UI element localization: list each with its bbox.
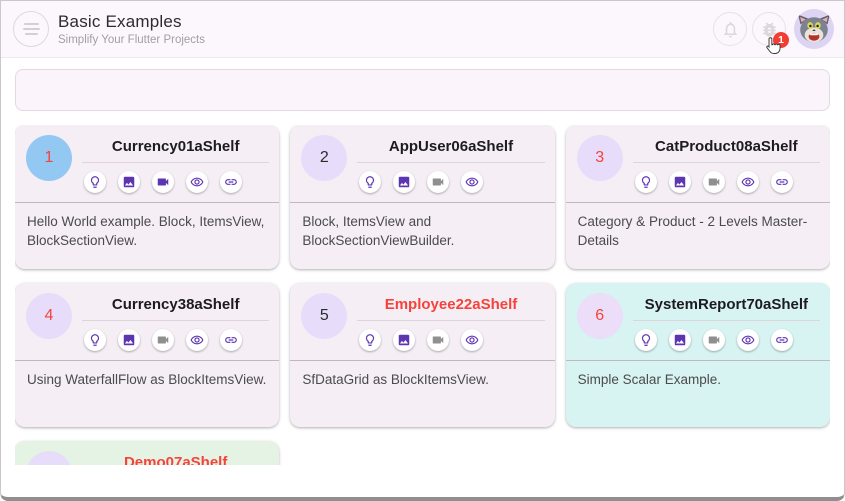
avatar[interactable] [794, 9, 834, 49]
cards-grid: 1 Currency01aShelf Hello World example. … [15, 125, 830, 465]
link-icon[interactable] [220, 171, 242, 193]
example-card[interactable]: 5 Employee22aShelf SfDataGrid as BlockIt… [290, 283, 555, 427]
video-icon[interactable] [427, 171, 450, 193]
eye-icon[interactable] [736, 171, 759, 193]
video-icon[interactable] [427, 329, 450, 351]
bell-icon [723, 21, 737, 37]
card-description: Block, ItemsView and BlockSectionViewBui… [302, 214, 455, 249]
card-number: 1 [44, 149, 54, 166]
card-number: 2 [319, 149, 329, 166]
card-number: 4 [44, 307, 54, 324]
card-number: 6 [595, 307, 605, 324]
page-subtitle: Simplify Your Flutter Projects [58, 34, 206, 46]
app-bar: Basic Examples Simplify Your Flutter Pro… [1, 1, 844, 58]
image-icon[interactable] [118, 171, 140, 193]
avatar-cat-image [798, 14, 830, 43]
lightbulb-icon[interactable] [84, 171, 106, 193]
card-title: Currency01aShelf [82, 133, 270, 163]
video-icon[interactable] [152, 329, 174, 351]
card-header: 5 Employee22aShelf [290, 283, 554, 360]
card-divider [290, 360, 555, 361]
card-icon-row [82, 321, 269, 360]
lightbulb-icon[interactable] [359, 329, 382, 351]
link-icon[interactable] [770, 329, 793, 351]
notification-badge: 1 [773, 32, 789, 48]
app-bar-actions: 1 [713, 9, 834, 54]
card-divider [565, 202, 830, 203]
card-number-avatar: 3 [576, 135, 623, 181]
card-icon-row [633, 321, 820, 360]
example-card[interactable]: 6 SystemReport70aShelf Simple Scalar Exa… [565, 283, 830, 427]
card-number: 5 [319, 307, 329, 324]
card-number-avatar: 5 [301, 293, 348, 339]
image-icon[interactable] [393, 329, 416, 351]
promo-banner [15, 69, 830, 111]
card-description: Hello World example. Block, ItemsView, B… [27, 214, 265, 249]
card-header: 3 CatProduct08aShelf [566, 125, 830, 202]
bug-icon [762, 21, 776, 37]
lightbulb-icon[interactable] [84, 329, 106, 351]
image-icon[interactable] [668, 329, 691, 351]
card-icon-row [357, 163, 544, 202]
card-description: Using WaterfallFlow as BlockItemsView. [27, 372, 267, 387]
notifications-button[interactable] [713, 12, 747, 46]
example-card[interactable]: 1 Currency01aShelf Hello World example. … [15, 125, 280, 269]
card-number-avatar [26, 451, 72, 465]
card-divider [290, 202, 555, 203]
example-card[interactable]: Demo07aShelf [15, 441, 280, 465]
card-header: Demo07aShelf [15, 441, 279, 465]
card-header: 2 AppUser06aShelf [290, 125, 554, 202]
eye-icon[interactable] [461, 329, 484, 351]
card-divider [565, 360, 830, 361]
card-number: 3 [595, 149, 605, 166]
card-icon-row [633, 163, 820, 202]
link-icon[interactable] [770, 171, 793, 193]
bug-report-wrap: 1 [752, 12, 789, 54]
card-description: Category & Product - 2 Levels Master-Det… [577, 214, 808, 249]
card-header: 1 Currency01aShelf [15, 125, 279, 202]
card-header: 4 Currency38aShelf [15, 283, 279, 360]
card-header: 6 SystemReport70aShelf [566, 283, 830, 360]
example-card[interactable]: 2 AppUser06aShelf Block, ItemsView and B… [290, 125, 555, 269]
image-icon[interactable] [118, 329, 140, 351]
card-description: SfDataGrid as BlockItemsView. [302, 372, 489, 387]
card-title: Demo07aShelf [82, 449, 269, 465]
cards-area: 1 Currency01aShelf Hello World example. … [15, 125, 830, 465]
card-divider [15, 360, 280, 361]
eye-icon[interactable] [461, 171, 484, 193]
card-icon-row [82, 163, 269, 202]
card-title: Currency38aShelf [82, 291, 270, 321]
video-icon[interactable] [152, 171, 174, 193]
example-card[interactable]: 4 Currency38aShelf Using WaterfallFlow a… [15, 283, 280, 427]
lightbulb-icon[interactable] [634, 329, 657, 351]
eye-icon[interactable] [186, 171, 208, 193]
video-icon[interactable] [702, 329, 725, 351]
lightbulb-icon[interactable] [359, 171, 382, 193]
example-card[interactable]: 3 CatProduct08aShelf Category & Product … [565, 125, 830, 269]
card-description: Simple Scalar Example. [577, 372, 721, 387]
eye-icon[interactable] [186, 329, 208, 351]
image-icon[interactable] [393, 171, 416, 193]
card-number-avatar: 2 [301, 135, 348, 181]
card-title: SystemReport70aShelf [632, 291, 820, 321]
page-title: Basic Examples [58, 12, 182, 31]
card-title: Employee22aShelf [357, 291, 545, 321]
link-icon[interactable] [220, 329, 242, 351]
card-number-avatar: 1 [26, 135, 72, 181]
menu-icon [23, 23, 39, 25]
menu-button[interactable] [13, 11, 49, 47]
card-number-avatar: 6 [576, 293, 623, 339]
image-icon[interactable] [668, 171, 691, 193]
video-icon[interactable] [702, 171, 725, 193]
app-titles: Basic Examples Simplify Your Flutter Pro… [58, 12, 205, 46]
eye-icon[interactable] [736, 329, 759, 351]
card-number-avatar: 4 [26, 293, 72, 339]
card-title: CatProduct08aShelf [632, 133, 820, 163]
lightbulb-icon[interactable] [634, 171, 657, 193]
card-title: AppUser06aShelf [357, 133, 545, 163]
card-divider [15, 202, 280, 203]
card-icon-row [357, 321, 544, 360]
